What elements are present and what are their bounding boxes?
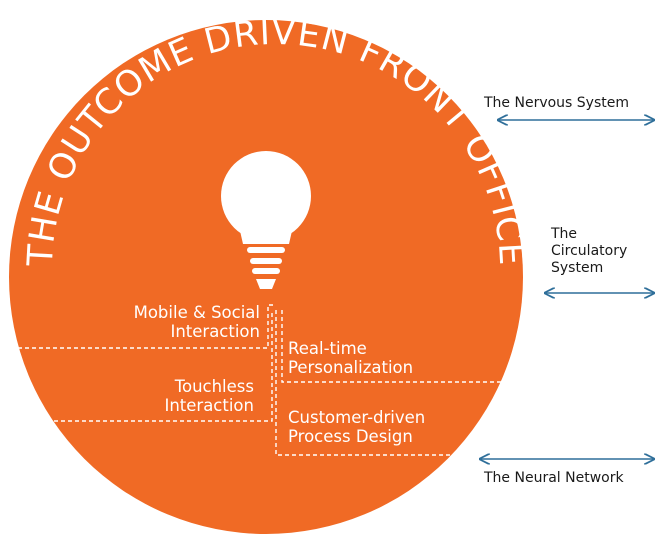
segment-dividers [18, 304, 510, 456]
divider-lower-left [40, 310, 273, 422]
label-nervous-system: The Nervous System [484, 95, 630, 111]
label-line: Customer-driven [288, 408, 426, 427]
divider-upper-left [18, 304, 274, 349]
label-line: Real-time [288, 339, 367, 358]
label-neural-network: The Neural Network [484, 470, 624, 486]
label-line: Interaction [170, 322, 260, 341]
lightbulb-icon [221, 151, 311, 289]
label-line: Circulatory [551, 243, 628, 259]
label-realtime-personalization: Real-time Personalization [288, 339, 488, 377]
label-touchless-interaction: Touchless Interaction [54, 377, 254, 415]
label-customer-driven-process-design: Customer-driven Process Design [288, 408, 488, 446]
outcome-circle [9, 20, 523, 534]
label-line: System [551, 260, 604, 276]
label-line: Mobile & Social [133, 303, 260, 322]
label-line: Personalization [288, 358, 414, 377]
label-line: Process Design [288, 427, 413, 446]
label-line: Touchless [174, 377, 254, 396]
label-circulatory-system: The Circulatory System [551, 226, 627, 277]
label-line: Interaction [164, 396, 254, 415]
divider-right-upper [281, 310, 510, 383]
label-mobile-social-interaction: Mobile & Social Interaction [60, 303, 260, 341]
label-line: The [551, 226, 578, 242]
